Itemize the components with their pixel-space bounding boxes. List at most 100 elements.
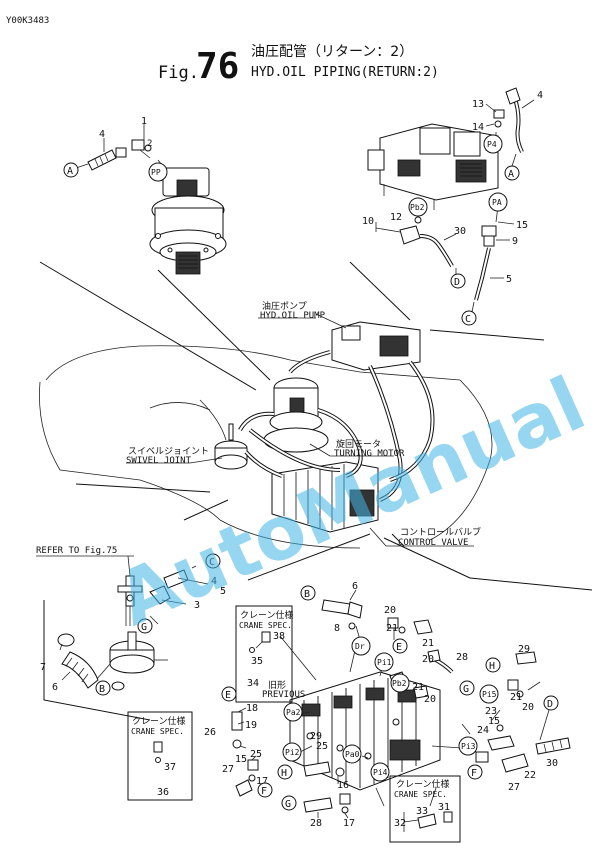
connector-d2-label: D [547, 699, 553, 710]
crane-spec-2-jp: クレーン仕様 [132, 715, 186, 727]
part-number-15c: 15 [235, 754, 247, 765]
part-number-38: 38 [273, 631, 285, 642]
part-number-15: 15 [516, 220, 528, 231]
motor-label-jp: 旋回モータ [336, 438, 381, 450]
valve-label-jp: コントロールバルブ [400, 526, 481, 538]
connector-a2-circle [504, 165, 520, 181]
connector-dr-label: Dr [355, 642, 365, 651]
pump-label-en: HYD.OIL PUMP [260, 311, 326, 321]
part-number-20b: 20 [422, 654, 434, 665]
connector-c-label: C [465, 314, 471, 325]
part-number-32: 32 [394, 818, 406, 829]
fig-prefix: Fig. [158, 63, 199, 83]
pump-label-jp: 油圧ポンプ [262, 300, 307, 312]
part-number-33: 33 [416, 806, 428, 817]
part-number-17b: 17 [343, 818, 355, 829]
part-number-29: 29 [518, 644, 530, 655]
swivel-label-en: SWIVEL JOINT [126, 456, 192, 466]
crane-spec-box-1 [235, 605, 293, 703]
connector-p4-circle [483, 134, 503, 154]
part-number-20c: 20 [424, 694, 436, 705]
swivel-detail [43, 565, 209, 721]
connector-p4-label: P4 [487, 140, 497, 149]
connector-pb2-label: Pb2 [410, 203, 425, 212]
part-number-27a: 27 [222, 764, 234, 775]
connector-a-label: A [67, 166, 73, 177]
part-number-20a: 20 [384, 605, 396, 616]
motor-label-en: TURNING MOTOR [334, 449, 405, 459]
part-number-27b: 27 [508, 782, 520, 793]
crane-spec-1-jp: クレーン仕様 [240, 609, 294, 621]
connector-pi3-circle [458, 736, 478, 756]
connector-a2-label: A [508, 169, 514, 180]
connector-pp-circle [148, 162, 168, 182]
part-number-8: 8 [334, 623, 340, 634]
connector-pa-label: PA [492, 198, 502, 207]
connector-c-circle [461, 310, 477, 326]
crane-spec-box-3 [389, 775, 461, 843]
part-number-35: 35 [251, 656, 263, 667]
connector-e-circle [392, 638, 408, 654]
crane-spec-2-en: CRANE SPEC. [131, 727, 184, 736]
previous-jp: 旧形 [268, 679, 286, 691]
part-number-29b: 29 [310, 731, 322, 742]
connector-d-circle [450, 273, 466, 289]
connector-c2-label: C [209, 557, 215, 568]
part-number-30b: 30 [546, 758, 558, 769]
crane-spec-3-en: CRANE SPEC. [394, 790, 447, 799]
part-number-37: 37 [164, 762, 176, 773]
part-number-12: 12 [390, 212, 402, 223]
control-valve-detail [231, 589, 571, 819]
part-number-1: 1 [141, 116, 147, 127]
watermark: AutoManual [105, 361, 597, 643]
part-number-14: 14 [472, 122, 484, 133]
connector-g-circle [137, 618, 153, 634]
part-number-24: 24 [477, 725, 489, 736]
connector-g-label: G [141, 622, 147, 633]
machine-overview [39, 261, 593, 591]
fig-number: 76 [196, 46, 239, 87]
part-number-21c: 21 [412, 682, 424, 693]
connector-c2-circle [205, 553, 221, 569]
connector-pp-label: PP [151, 168, 161, 177]
part-number-4b: 4 [537, 90, 543, 101]
connector-f2-label: F [261, 786, 267, 797]
connector-pa2-label: Pa2 [286, 708, 301, 717]
connector-b2-label: B [304, 589, 310, 600]
previous-en: PREVIOUS [262, 690, 305, 700]
connector-pi5-circle [479, 684, 499, 704]
title-jp: 油圧配管（リターン：2） [251, 44, 413, 60]
connector-d2-circle [543, 695, 559, 711]
valve-label-en: CONTROL VALVE [398, 538, 468, 548]
connector-pi1-circle [374, 652, 394, 672]
connector-dr-circle [351, 636, 371, 656]
part-number-34: 34 [247, 678, 259, 689]
connector-pb2-circle [408, 197, 428, 217]
connector-pa-circle [488, 192, 508, 212]
part-number-15b: 15 [488, 716, 500, 727]
part-number-9: 9 [512, 236, 518, 247]
connector-h-circle [485, 657, 501, 673]
turning-motor-detail [75, 124, 227, 275]
connector-b-label: B [99, 684, 105, 695]
connector-e2-circle [221, 686, 237, 702]
connector-pa2-circle [283, 702, 303, 722]
part-number-21d: 21 [510, 692, 522, 703]
connector-pi3-label: Pi3 [461, 742, 476, 751]
part-number-5c: 5 [220, 586, 226, 597]
connector-pa0-circle [342, 744, 362, 764]
part-number-21a: 21 [386, 623, 398, 634]
connector-e2-label: E [225, 690, 231, 701]
part-number-23: 23 [485, 706, 497, 717]
part-number-25: 25 [250, 749, 262, 760]
part-number-28: 28 [456, 652, 468, 663]
title-en: HYD.OIL PIPING(RETURN:2) [251, 65, 439, 80]
part-number-21b: 21 [422, 638, 434, 649]
connector-pi2-label: Pi2 [285, 748, 300, 757]
connector-g3-label: G [285, 799, 291, 810]
connector-e-label: E [396, 642, 402, 653]
connector-f2-circle [257, 782, 273, 798]
part-number-6b: 6 [352, 581, 358, 592]
crane-spec-3-jp: クレーン仕様 [396, 778, 450, 790]
